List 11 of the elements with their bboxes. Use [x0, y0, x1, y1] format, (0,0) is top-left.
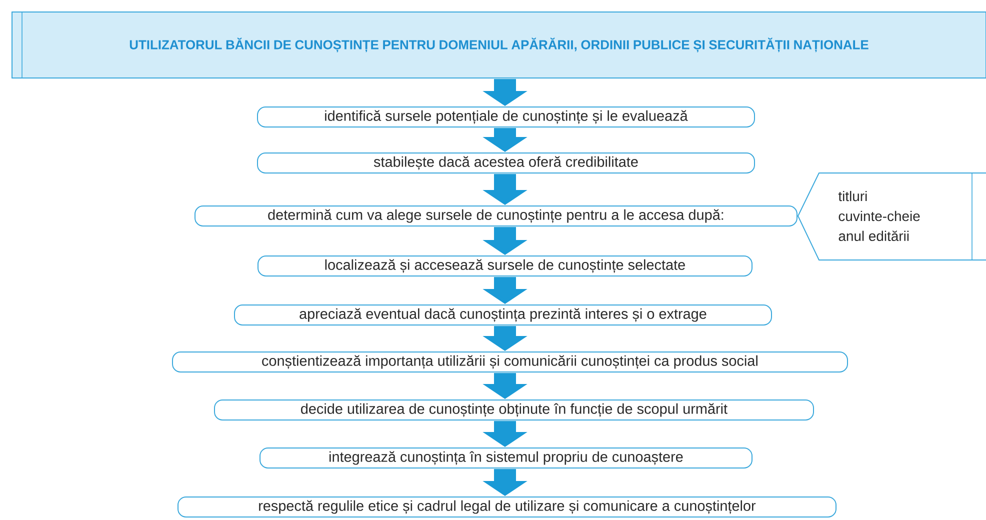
title-banner: UTILIZATORUL BĂNCII DE CUNOȘTINȚE PENTRU DOMENIUL APĂRĂRII, ORDINII PUBLICE ȘI SECURITĂȚII NAȚIONALE — [12, 12, 986, 78]
step-box: stabilește dacă acestea oferă credibilitate — [257, 152, 755, 174]
step-box: localizează și accesează sursele de cunoștințe selectate — [258, 256, 752, 276]
step-box: apreciază eventual dacă cunoștința prezintă interes și o extrage — [234, 304, 772, 326]
step-box: determină cum va alege sursele de cunoștințe pentru a le accesa după: — [194, 206, 798, 226]
step-box: conștientizează importanța utilizării și comunicării cunoștinței ca produs social — [172, 352, 848, 372]
step-box: integrează cunoștința în sistemul propriu de cunoaștere — [260, 448, 752, 468]
step-box: respectă regulile etice și cadrul legal de utilizare și comunicare a cunoștințelor — [178, 496, 836, 518]
step-box: decide utilizarea de cunoștințe obținute în funcție de scopul urmărit — [214, 400, 814, 420]
step-box: identifică sursele potențiale de cunoștințe și le evaluează — [257, 106, 755, 128]
callout-box: titluri cuvinte-cheie anul editării — [797, 172, 986, 260]
